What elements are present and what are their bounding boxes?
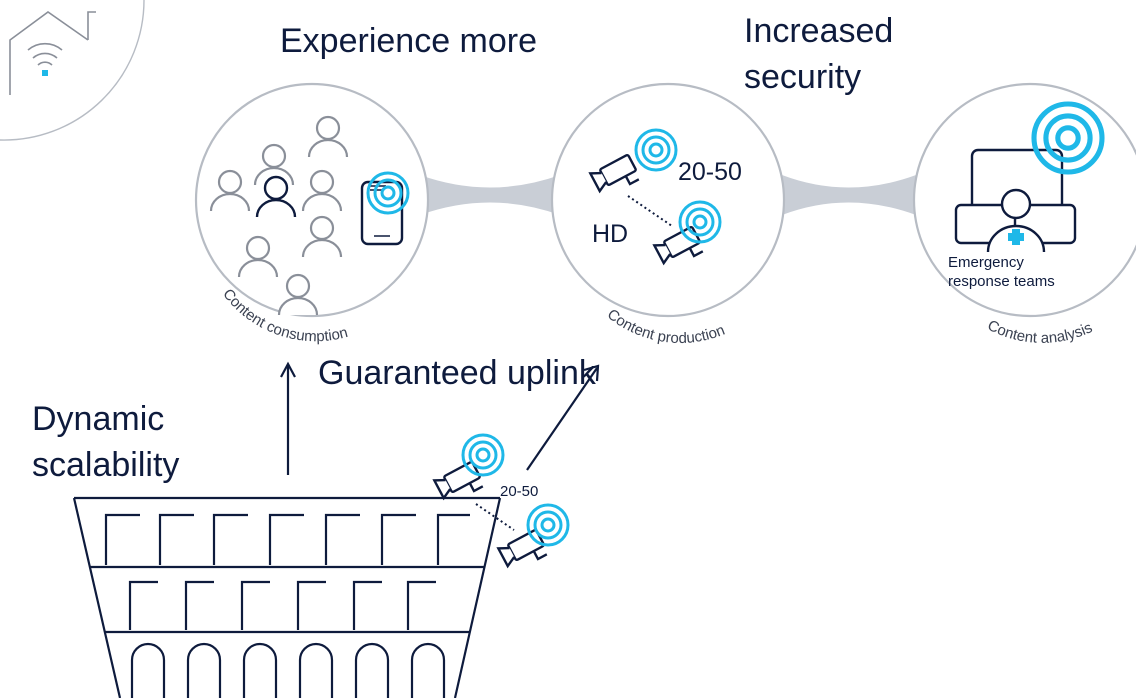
content-analysis-caption: Content analysis xyxy=(985,317,1095,347)
dynamic-scalability-line2: scalability xyxy=(32,446,180,484)
home-wifi-icon xyxy=(0,0,145,141)
camera-icon xyxy=(433,459,550,575)
uplink-arrow-diagonal xyxy=(526,364,600,471)
people-icon xyxy=(209,115,349,317)
dynamic-scalability-line1: Dynamic xyxy=(32,400,165,438)
stadium-camera-count: 20-50 xyxy=(500,483,539,500)
production-camera-count: 20-50 xyxy=(678,158,742,186)
guaranteed-uplink-heading: Guaranteed uplink xyxy=(318,354,596,392)
increased-security-line1: Increased xyxy=(744,12,894,50)
production-quality-label: HD xyxy=(592,220,629,248)
emergency-label-line1: Emergency xyxy=(948,254,1024,271)
emergency-label-line2: response teams xyxy=(948,273,1055,290)
increased-security-line2: security xyxy=(744,58,862,96)
uplink-arrow xyxy=(280,361,296,475)
experience-more-heading: Experience more xyxy=(280,22,538,60)
emergency-responder-icon xyxy=(954,148,1077,253)
stadium-illustration xyxy=(72,496,502,698)
content-production-circle xyxy=(550,82,786,318)
node-connectors xyxy=(420,175,916,215)
